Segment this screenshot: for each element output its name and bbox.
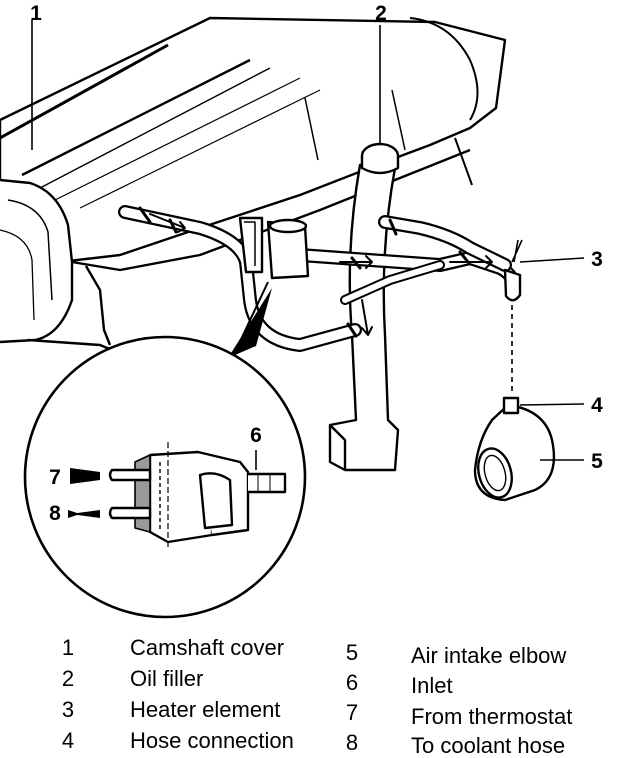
legend-label-6: Inlet	[411, 673, 453, 698]
legend-label-3: Heater element	[130, 697, 280, 722]
legend-num-7: 7	[346, 700, 358, 725]
legend-num-6: 6	[346, 670, 358, 695]
heater-hoses	[118, 205, 521, 352]
legend: 1 Camshaft cover 2 Oil filler 3 Heater e…	[62, 635, 573, 758]
legend-num-1: 1	[62, 635, 74, 660]
callout-4: 4	[591, 394, 603, 417]
detail-pointer	[228, 288, 272, 358]
callout-1: 1	[30, 2, 42, 25]
legend-num-3: 3	[62, 697, 74, 722]
heater-cutaway-detail	[108, 442, 287, 548]
legend-label-8: To coolant hose	[411, 733, 565, 758]
legend-num-4: 4	[62, 728, 74, 753]
callout-7: 7	[49, 466, 61, 489]
legend-label-1: Camshaft cover	[130, 635, 284, 660]
legend-num-5: 5	[346, 640, 358, 665]
callout-6: 6	[250, 424, 262, 447]
callout-8: 8	[49, 502, 61, 525]
leader-lines	[31, 20, 585, 470]
legend-label-7: From thermostat	[411, 704, 572, 729]
detail-pointer-line	[235, 281, 269, 351]
legend-label-2: Oil filler	[130, 666, 203, 691]
legend-num-8: 8	[346, 730, 358, 755]
callout-3: 3	[591, 248, 603, 271]
legend-label-4: Hose connection	[130, 728, 294, 753]
callout-2: 2	[375, 2, 387, 25]
legend-num-2: 2	[62, 666, 74, 691]
detail-arrows	[68, 468, 100, 518]
callout-5: 5	[591, 450, 603, 473]
air-intake-elbow	[473, 396, 556, 502]
heater-element	[238, 216, 523, 302]
legend-label-5: Air intake elbow	[411, 643, 566, 668]
